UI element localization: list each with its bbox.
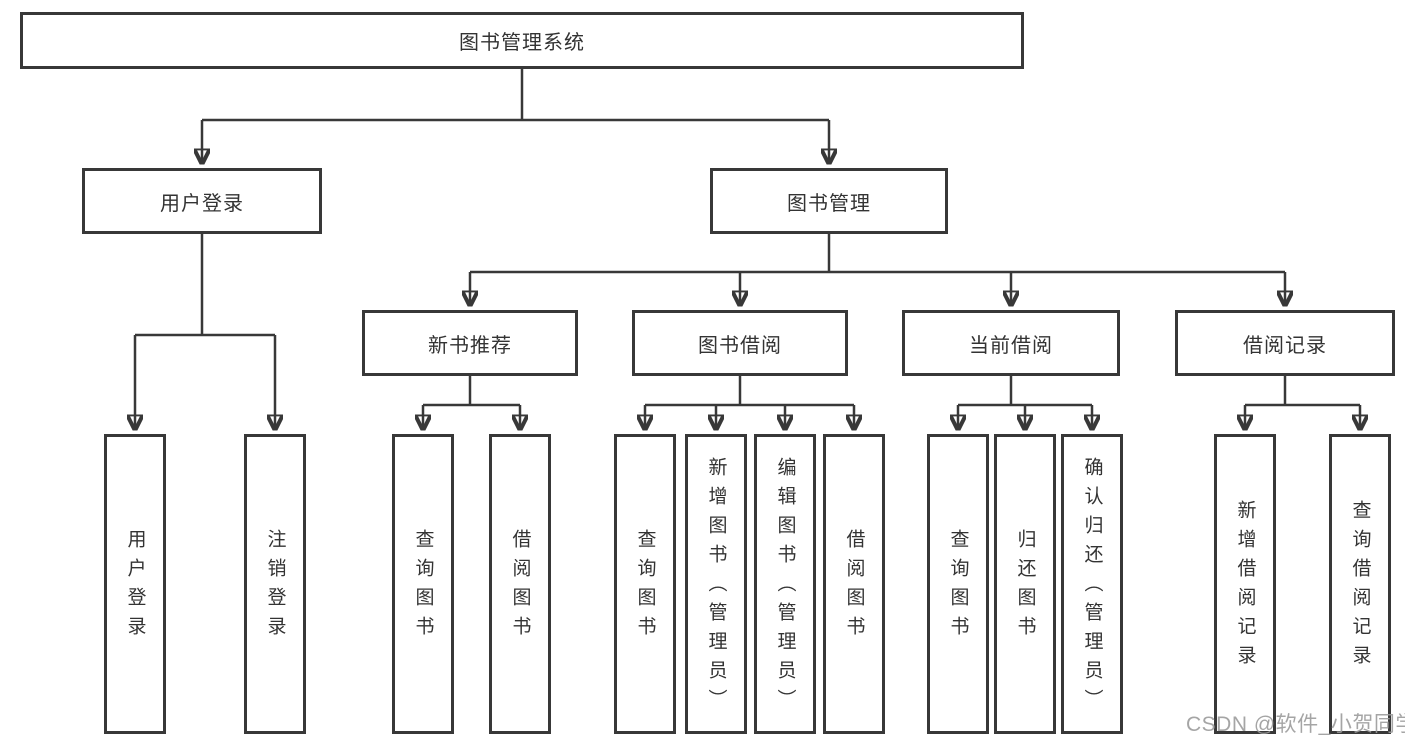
leaf-return-books: 归还图书 bbox=[994, 434, 1056, 734]
leaf-query-books: 查询图书 bbox=[392, 434, 454, 734]
leaf-edit-books-admin: 编辑图书（管理员） bbox=[754, 434, 816, 734]
node-library-management-system: 图书管理系统 bbox=[20, 12, 1024, 69]
leaf-confirm-return-admin: 确认归还（管理员） bbox=[1061, 434, 1123, 734]
leaf-query-books-3: 查询图书 bbox=[927, 434, 989, 734]
node-book-borrowing: 图书借阅 bbox=[632, 310, 848, 376]
node-new-book-recommendation: 新书推荐 bbox=[362, 310, 578, 376]
leaf-query-books-2: 查询图书 bbox=[614, 434, 676, 734]
csdn-watermark: CSDN @软件_小贺同学 bbox=[1186, 713, 1405, 736]
node-user-login: 用户登录 bbox=[82, 168, 322, 234]
leaf-add-books-admin: 新增图书（管理员） bbox=[685, 434, 747, 734]
leaf-add-borrow-record: 新增借阅记录 bbox=[1214, 434, 1276, 734]
node-borrowing-records: 借阅记录 bbox=[1175, 310, 1395, 376]
leaf-user-login: 用户登录 bbox=[104, 434, 166, 734]
leaf-borrow-books: 借阅图书 bbox=[489, 434, 551, 734]
leaf-borrow-books-2: 借阅图书 bbox=[823, 434, 885, 734]
node-current-borrowing: 当前借阅 bbox=[902, 310, 1120, 376]
node-book-management: 图书管理 bbox=[710, 168, 948, 234]
leaf-logout: 注销登录 bbox=[244, 434, 306, 734]
leaf-query-borrow-record: 查询借阅记录 bbox=[1329, 434, 1391, 734]
